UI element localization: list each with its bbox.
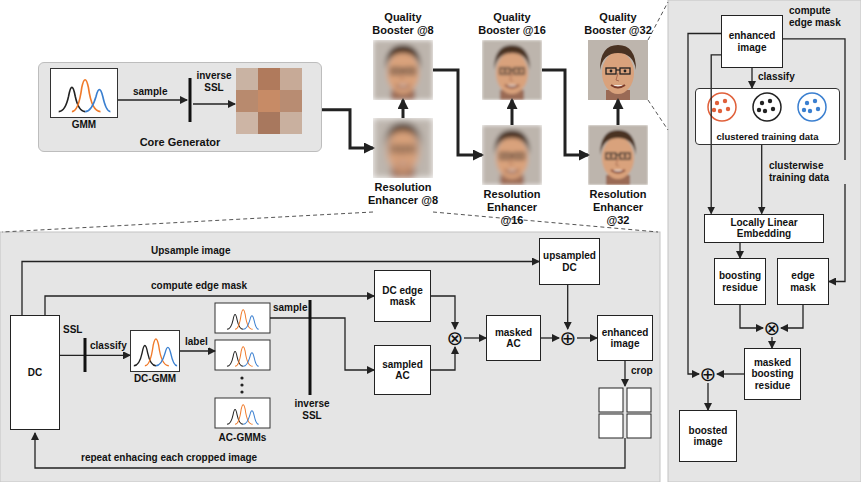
process-box: masked AC	[486, 315, 541, 361]
edge-label: clusterwise training data	[768, 160, 848, 184]
annotation-label: inverse SSL	[290, 398, 334, 422]
node-text: AC-GMMs	[205, 432, 280, 443]
flow-arrow	[464, 337, 486, 338]
node-text: GMM	[31, 119, 137, 130]
process-box: upsampled DC	[539, 238, 600, 285]
node-text: Resolution Enhancer @32	[580, 188, 656, 227]
node-text: clustered training data	[686, 131, 849, 142]
flow-arrow	[431, 296, 455, 329]
edge-label: Upsample image	[150, 245, 231, 257]
cluster-box: clustered training data	[695, 88, 840, 145]
multiply-operator: ⊗	[763, 319, 781, 337]
face-image: Quality Booster @16	[482, 40, 542, 100]
flow-arrow	[739, 243, 740, 259]
node-text: Quality Booster @8	[365, 11, 441, 37]
flow-arrow	[270, 318, 374, 370]
edge-label: classify	[89, 340, 128, 352]
flow-arrow	[433, 70, 482, 155]
node-text: DC	[28, 367, 42, 379]
node-text: ⊗	[763, 319, 781, 337]
flow-arrow	[22, 262, 539, 316]
node-text: Quality Booster @16	[474, 11, 550, 37]
process-box: enhanced image	[721, 15, 783, 68]
node-text: masked boosting residue	[747, 357, 798, 392]
node-text: enhanced image	[724, 30, 780, 53]
annotation-label: sample	[132, 86, 168, 98]
flow-arrow	[771, 337, 772, 348]
face-image: Resolution Enhancer @32	[588, 125, 648, 185]
flow-arrow	[511, 100, 514, 125]
add-operator: ⊕	[559, 329, 577, 347]
process-box: masked boosting residue	[744, 348, 801, 400]
edge-label: compute edge mask	[150, 280, 248, 292]
node-text: masked AC	[489, 327, 538, 350]
node-text: DC-GMM	[111, 373, 199, 384]
flow-arrow	[781, 305, 803, 328]
node-text: enhanced image	[600, 327, 650, 350]
flow-arrow	[567, 285, 568, 329]
flow-arrow	[322, 110, 373, 148]
flow-arrow	[688, 34, 721, 375]
flow-arrow	[542, 70, 588, 155]
process-box: enhanced image	[597, 315, 653, 361]
annotation-label: SSL	[62, 324, 83, 336]
flow-arrow	[45, 296, 374, 315]
node-text: Resolution Enhancer @8	[365, 181, 441, 207]
process-box: boosting residue	[714, 258, 766, 305]
node-text: Quality Booster @32	[580, 11, 656, 37]
annotation-label: inverse SSL	[193, 70, 235, 94]
edge-label: sample	[272, 302, 308, 314]
node-text: Locally Linear Embedding	[707, 217, 821, 240]
gmm-stack: AC-GMMs	[215, 300, 270, 445]
annotation-label: repeat enhacing each cropped image	[80, 452, 258, 464]
edge-label: compute edge mask	[788, 5, 856, 29]
flow-arrow	[751, 68, 752, 88]
face-image: Quality Booster @32	[588, 40, 648, 100]
node-text: ⊕	[559, 329, 577, 347]
process-box: Locally Linear Embedding	[704, 214, 824, 243]
node-text: ⊗	[446, 329, 464, 347]
node-text: Resolution Enhancer @16	[474, 188, 550, 227]
node-text: edge mask	[780, 270, 826, 293]
node-text: ⊕	[699, 365, 717, 383]
gmm-plot: DC-GMM	[130, 330, 180, 372]
flow-arrow	[617, 100, 620, 125]
process-box: edge mask	[777, 258, 829, 305]
process-box: DC edge mask	[374, 270, 431, 322]
flow-arrow	[717, 373, 744, 374]
node-text: Core Generator	[39, 136, 321, 148]
flow-arrow	[761, 145, 762, 214]
process-box: DC	[10, 315, 60, 430]
face-image: Resolution Enhancer @8	[373, 118, 433, 178]
process-box: boosted image	[679, 410, 737, 462]
node-text: boosting residue	[717, 270, 763, 293]
node-text: DC edge mask	[377, 285, 428, 308]
annotation-label: crop	[630, 365, 654, 377]
node-text: upsampled DC	[542, 250, 597, 273]
flow-arrow	[577, 337, 597, 338]
flow-arrow	[707, 383, 708, 410]
edge-label: classify	[757, 71, 796, 83]
edge-label: label	[184, 336, 209, 348]
process-box: sampled AC	[374, 345, 431, 395]
node-text: boosted image	[682, 425, 734, 448]
flow-arrow	[60, 355, 130, 356]
add-operator: ⊕	[699, 365, 717, 383]
flow-arrow	[431, 347, 455, 370]
node-text: sampled AC	[377, 359, 428, 382]
flow-arrow	[740, 305, 763, 328]
face-image: Quality Booster @8	[373, 40, 433, 100]
flow-arrow	[541, 337, 559, 338]
generator-panel: Core Generator GMM	[38, 62, 322, 152]
multiply-operator: ⊗	[446, 329, 464, 347]
flow-arrow	[180, 350, 215, 351]
gmm-plot: GMM	[50, 68, 118, 118]
flow-arrow	[402, 100, 405, 118]
face-image: Resolution Enhancer @16	[482, 125, 542, 185]
